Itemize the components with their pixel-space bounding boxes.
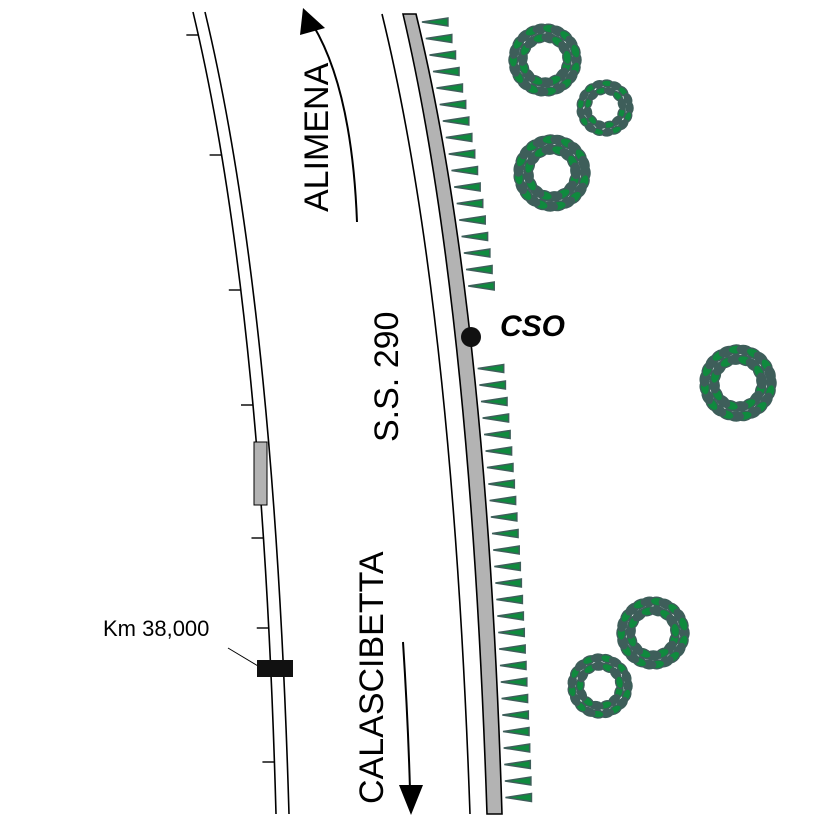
escarpment-hachure-icon: [493, 545, 520, 555]
tree-icon: [508, 23, 582, 97]
escarpment-hachure-icon: [463, 248, 491, 258]
road-name-label: S.S. 290: [368, 312, 406, 442]
station-label: CSO: [500, 310, 565, 343]
tree-icon: [616, 596, 690, 670]
escarpment-hachure-icon: [486, 462, 514, 473]
escarpment-hachure-icon: [448, 149, 476, 159]
escarpment-hachure-icon: [442, 116, 470, 126]
escarpment-hachure-icon: [504, 776, 532, 786]
escarpment-hachure-icon: [432, 66, 460, 77]
escarpment-hachure-icon: [496, 594, 524, 605]
km-leader-line: [227, 647, 259, 667]
escarpment-hachure-icon: [461, 231, 489, 242]
road-edge: [381, 13, 471, 815]
escarpment-hachure-icon: [482, 413, 510, 423]
escarpment-hachure-icon: [439, 99, 467, 110]
km-label: Km 38,000: [103, 616, 209, 641]
escarpment-hachure-icon: [421, 17, 449, 27]
escarpment-hachure-icon: [505, 792, 533, 803]
escarpment-hachure-icon: [499, 644, 526, 654]
north-arrow-head: [300, 8, 325, 35]
south-arrow-icon: [402, 641, 411, 791]
escarpment-hachure-icon: [454, 182, 481, 192]
direction-north-label: ALIMENA: [298, 62, 336, 212]
escarpment-hachure-icon: [502, 710, 530, 720]
escarpment-hachure-icon: [489, 495, 517, 506]
km-marker: [257, 660, 293, 677]
escarpment-hachure-icon: [436, 83, 464, 93]
escarpment-hachure-icon: [480, 396, 508, 407]
escarpment-hachure-icon: [500, 677, 528, 687]
railway-ticks: [186, 34, 275, 763]
escarpment-hachure-icon: [429, 50, 457, 60]
direction-south-label: CALASCIBETTA: [353, 551, 391, 804]
escarpment-hachure-icon: [498, 627, 526, 638]
railway: [192, 11, 290, 815]
escarpment-hachure-icon: [501, 693, 529, 704]
escarpment-hachures: [421, 17, 533, 803]
station-dot-icon: [461, 327, 481, 347]
tree-icon: [567, 653, 633, 719]
escarpment-hachure-icon: [490, 512, 518, 522]
tree-icon: [513, 134, 591, 212]
north-arrow-icon: [312, 24, 358, 223]
escarpment-hachure-icon: [456, 198, 484, 209]
tree-icon: [699, 344, 777, 422]
south-arrow-head: [399, 785, 423, 815]
escarpment-hachure-icon: [479, 380, 507, 390]
road-band: [401, 13, 503, 815]
escarpment-hachure-icon: [459, 215, 486, 225]
escarpment-hachure-icon: [499, 660, 527, 671]
escarpment-hachure-icon: [503, 743, 531, 753]
escarpment-hachure-icon: [495, 578, 523, 588]
escarpment-hachure-icon: [468, 281, 495, 291]
escarpment-hachure-icon: [484, 429, 511, 440]
escarpment-hachure-icon: [465, 264, 493, 275]
escarpment-hachure-icon: [477, 363, 505, 374]
escarpment-hachure-icon: [491, 528, 519, 539]
trees: [508, 23, 777, 719]
escarpment-hachure-icon: [445, 132, 473, 143]
tree-icon: [576, 79, 634, 137]
escarpment-hachure-icon: [485, 446, 513, 456]
railway-gray-marker: [253, 441, 268, 506]
escarpment-hachure-icon: [504, 759, 532, 770]
escarpment-hachure-icon: [488, 479, 516, 489]
escarpment-hachure-icon: [497, 611, 525, 621]
escarpment-hachure-icon: [451, 165, 479, 176]
escarpment-hachure-icon: [425, 33, 453, 44]
escarpment-hachure-icon: [494, 561, 522, 572]
escarpment-hachure-icon: [502, 726, 530, 737]
